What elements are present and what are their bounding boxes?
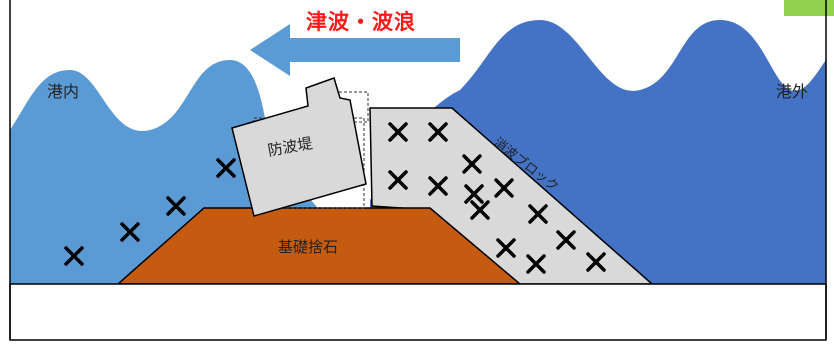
caisson-breakwater (231, 77, 367, 217)
cross-mark-icon (462, 154, 482, 174)
cross-mark-icon (216, 158, 236, 178)
cross-mark-icon (528, 204, 548, 224)
cross-mark-icon (496, 238, 516, 258)
left-arrow-icon (250, 24, 460, 76)
corner-green-block (784, 0, 834, 16)
harbor-inside-label: 港内 (47, 82, 80, 101)
cross-mark-icon (586, 252, 606, 272)
harbor-outside-label: 港外 (776, 82, 809, 101)
cross-mark-icon (464, 184, 484, 204)
cross-mark-icon (556, 230, 576, 250)
cross-mark-icon (428, 176, 448, 196)
cross-mark-icon (428, 122, 448, 142)
cross-mark-icon (388, 122, 408, 142)
frame-border (9, 0, 827, 340)
cross-mark-icon (494, 178, 514, 198)
rubble-mound-label: 基礎捨石 (278, 238, 339, 256)
cross-mark-icon (526, 254, 546, 274)
cross-mark-icon (120, 222, 140, 242)
cross-mark-icon (166, 196, 186, 216)
cross-mark-icon (470, 200, 490, 220)
cross-mark-icon (64, 246, 84, 266)
cross-marks (64, 122, 606, 274)
cross-mark-icon (388, 170, 408, 190)
seabed-box (9, 283, 827, 341)
diagram-title: 津波・波浪 (306, 10, 416, 34)
